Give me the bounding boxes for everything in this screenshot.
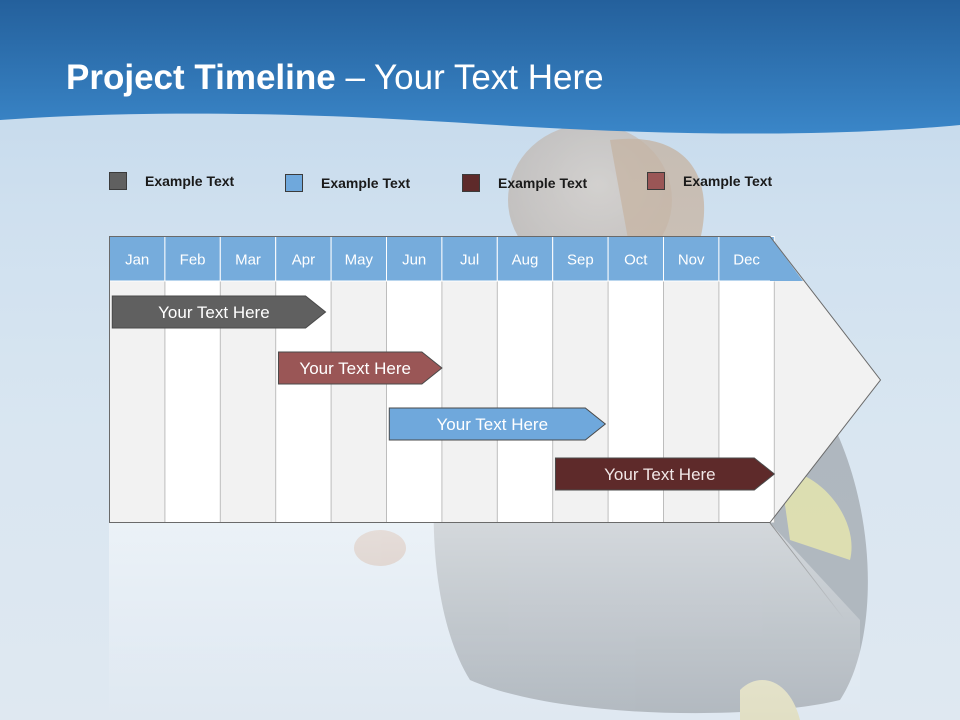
legend-label-4: Example Text — [683, 173, 773, 189]
month-column-aug — [497, 281, 553, 523]
task-bar-3[interactable]: Your Text Here — [388, 407, 607, 441]
legend-item-3: Example Text — [462, 172, 587, 194]
month-column-jul — [441, 281, 498, 523]
month-label-feb: Feb — [180, 252, 206, 269]
legend-label-2: Example Text — [321, 175, 411, 191]
legend-swatch-1 — [109, 172, 127, 190]
month-header-cell-nov — [663, 236, 720, 282]
timeline-arrow-outline — [109, 236, 882, 523]
month-header-cell-feb — [164, 236, 221, 282]
month-column-jun — [386, 281, 442, 523]
task-label: Your Text Here — [437, 415, 549, 434]
legend-label-3: Example Text — [498, 175, 588, 191]
month-header-row: Jan Feb Mar Apr May Jun Jul Aug Sep Oct Nov Dec — [109, 236, 775, 282]
month-label-apr: Apr — [292, 252, 315, 269]
chart-reflection — [109, 522, 860, 720]
legend-swatch-4 — [647, 172, 665, 190]
legend-label-1: Example Text — [145, 173, 235, 189]
title-rest: – Your Text Here — [335, 58, 604, 97]
legend-item-4: Example Text — [647, 170, 772, 192]
month-label-jul: Jul — [460, 252, 479, 269]
month-header-cell-dec — [718, 236, 775, 282]
task-bar-2[interactable]: Your Text Here — [277, 351, 443, 385]
legend-item-1: Example Text — [109, 170, 234, 192]
month-header-cell-apr — [275, 236, 332, 282]
page-title: Project Timeline – Your Text Here — [66, 58, 604, 98]
task-label: Your Text Here — [299, 359, 411, 378]
month-label-jun: Jun — [402, 252, 426, 269]
month-label-dec: Dec — [733, 252, 760, 269]
task-bar-4[interactable]: Your Text Here — [554, 457, 776, 491]
month-header-cell-oct — [607, 236, 664, 282]
task-label: Your Text Here — [604, 465, 716, 484]
month-header-cell-sep — [552, 236, 609, 282]
task-arrow-shape — [554, 457, 776, 491]
month-label-nov: Nov — [678, 252, 705, 269]
month-label-aug: Aug — [512, 252, 539, 269]
task-bar-1[interactable]: Your Text Here — [111, 295, 327, 329]
title-bold: Project Timeline — [66, 58, 336, 97]
month-label-mar: Mar — [235, 252, 261, 269]
task-arrow-shape — [277, 351, 443, 385]
month-label-oct: Oct — [624, 252, 648, 269]
task-arrow-shape — [111, 295, 327, 329]
month-column-may — [331, 281, 387, 523]
header-band — [0, 0, 960, 134]
task-arrow-shape — [388, 407, 607, 441]
month-label-sep: Sep — [567, 252, 594, 269]
legend-item-2: Example Text — [285, 172, 410, 194]
month-label-jan: Jan — [125, 252, 149, 269]
legend-swatch-3 — [462, 174, 480, 192]
month-header-cell-jul — [441, 236, 498, 282]
month-label-may: May — [345, 252, 374, 269]
task-label: Your Text Here — [158, 303, 270, 322]
legend-swatch-2 — [285, 174, 303, 192]
